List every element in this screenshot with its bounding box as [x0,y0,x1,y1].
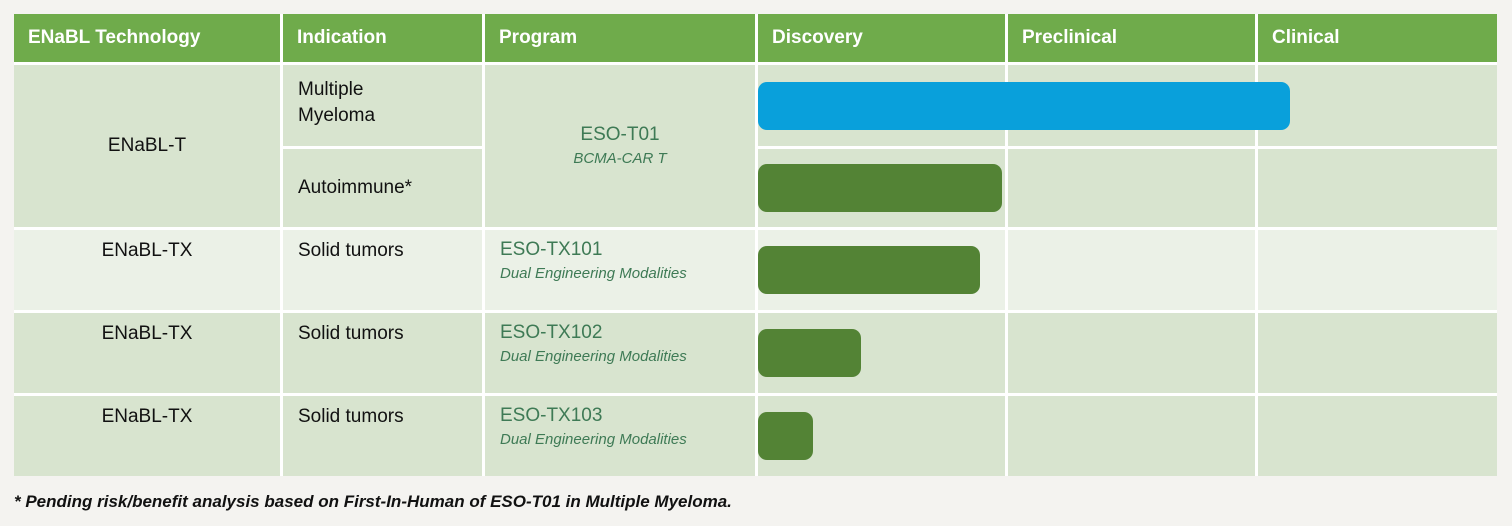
column-header-label: Clinical [1272,27,1340,48]
indication-cell: Multiple Myeloma [283,65,482,146]
column-header-discovery: Discovery [758,14,1005,62]
column-header-preclinical: Preclinical [1008,14,1255,62]
stage-cell-clinical [1258,396,1497,476]
technology-label: ENaBL-TX [101,406,193,427]
program-name: ESO-TX101 [500,239,603,260]
column-header-label: Preclinical [1022,27,1118,48]
indication-label: Multiple Myeloma [298,79,376,126]
stage-cell-preclinical [1008,313,1255,393]
indication-label: Solid tumors [298,323,404,344]
column-header-label: Discovery [772,27,863,48]
indication-cell: Autoimmune* [283,149,482,227]
program-name: ESO-TX102 [500,322,603,343]
column-header-label: ENaBL Technology [28,27,201,48]
technology-cell: ENaBL-TX [14,313,280,393]
program-name: ESO-TX103 [500,405,603,426]
program-cell: ESO-TX101 Dual Engineering Modalities [485,230,755,310]
technology-cell: ENaBL-TX [14,396,280,476]
indication-cell: Solid tumors [283,396,482,476]
program-subtitle: Dual Engineering Modalities [500,264,687,282]
stage-cell-clinical [1258,313,1497,393]
stage-cell-preclinical [1008,396,1255,476]
program-subtitle: Dual Engineering Modalities [500,347,687,365]
indication-label: Solid tumors [298,240,404,261]
program-cell: ESO-TX103 Dual Engineering Modalities [485,396,755,476]
stage-cell-discovery [758,313,1005,393]
program-subtitle: Dual Engineering Modalities [500,430,687,448]
column-header-clinical: Clinical [1258,14,1497,62]
technology-cell: ENaBL-TX [14,230,280,310]
column-header-enabl-technology: ENaBL Technology [14,14,280,62]
program-cell: ESO-T01 BCMA-CAR T [485,65,755,227]
stage-cell-preclinical [1008,230,1255,310]
stage-cell-discovery [758,65,1005,146]
pipeline-table: ENaBL Technology Indication Program Disc… [14,14,1497,476]
column-header-program: Program [485,14,755,62]
technology-label: ENaBL-T [107,135,187,156]
stage-cell-clinical [1258,65,1497,146]
stage-cell-clinical [1258,149,1497,227]
indication-cell: Solid tumors [283,313,482,393]
stage-cell-discovery [758,396,1005,476]
technology-label: ENaBL-TX [101,240,193,261]
stage-cell-clinical [1258,230,1497,310]
technology-cell: ENaBL-T [14,65,280,227]
column-header-indication: Indication [283,14,482,62]
indication-cell: Solid tumors [283,230,482,310]
technology-label: ENaBL-TX [101,323,193,344]
column-header-label: Indication [297,27,387,48]
indication-label: Autoimmune* [298,177,413,198]
stage-cell-preclinical [1008,65,1255,146]
footnote: * Pending risk/benefit analysis based on… [14,492,732,511]
stage-cell-preclinical [1008,149,1255,227]
program-subtitle: BCMA-CAR T [573,149,667,167]
column-header-label: Program [499,27,578,48]
program-cell: ESO-TX102 Dual Engineering Modalities [485,313,755,393]
indication-label: Solid tumors [298,406,404,427]
stage-cell-discovery [758,230,1005,310]
program-name: ESO-T01 [580,124,660,146]
stage-cell-discovery [758,149,1005,227]
